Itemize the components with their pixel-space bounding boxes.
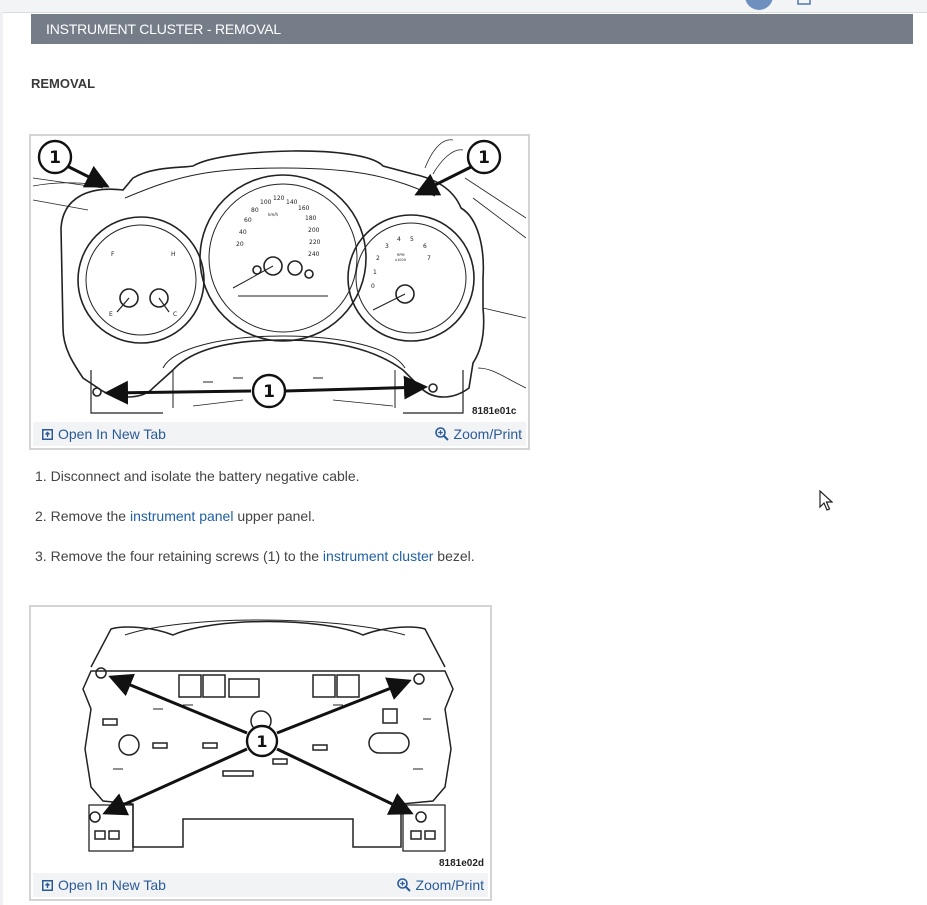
svg-text:120: 120 xyxy=(273,195,285,202)
svg-text:2: 2 xyxy=(376,255,380,262)
step-text: bezel. xyxy=(433,548,475,564)
step-number: 3. xyxy=(35,548,47,564)
open-in-new-tab-link[interactable]: Open In New Tab xyxy=(42,877,166,893)
open-in-new-tab-label: Open In New Tab xyxy=(58,877,166,893)
top-toolbar-strip xyxy=(0,0,927,13)
figure-cluster-rear: 1 8181e02d Open In New Tab Zoom/Print xyxy=(29,605,492,901)
cluster-rear-diagram: 1 xyxy=(82,619,454,852)
figure-toolbar: Open In New Tab Zoom/Print xyxy=(33,422,526,446)
figure-code: 8181e02d xyxy=(439,858,485,869)
svg-text:0: 0 xyxy=(371,283,375,290)
svg-text:H: H xyxy=(171,251,176,258)
svg-text:1: 1 xyxy=(263,382,275,402)
svg-text:1: 1 xyxy=(373,269,377,276)
svg-text:240: 240 xyxy=(308,251,320,258)
svg-text:1: 1 xyxy=(478,148,490,168)
callout-1-center: 1 xyxy=(245,724,279,758)
svg-text:RPM: RPM xyxy=(397,253,405,257)
open-in-new-tab-icon xyxy=(42,428,53,440)
zoom-print-label: Zoom/Print xyxy=(453,426,522,442)
callout-1-bottom: 1 xyxy=(251,373,287,409)
svg-text:5: 5 xyxy=(410,236,414,243)
svg-text:km/h: km/h xyxy=(268,212,279,217)
step-number: 1. xyxy=(35,468,47,484)
svg-text:6: 6 xyxy=(423,243,427,250)
svg-text:180: 180 xyxy=(305,215,317,222)
svg-text:7: 7 xyxy=(427,255,431,262)
zoom-print-link[interactable]: Zoom/Print xyxy=(396,877,484,893)
removal-subheading: REMOVAL xyxy=(31,76,96,91)
svg-text:1: 1 xyxy=(256,732,267,751)
figure-code: 8181e01c xyxy=(472,406,517,417)
magnifier-plus-icon xyxy=(396,878,411,892)
svg-text:140: 140 xyxy=(286,199,298,206)
open-in-new-tab-label: Open In New Tab xyxy=(58,426,166,442)
zoom-print-label: Zoom/Print xyxy=(415,877,484,893)
svg-text:1: 1 xyxy=(49,148,61,168)
svg-text:220: 220 xyxy=(309,239,321,246)
svg-text:C: C xyxy=(173,311,177,318)
open-in-new-tab-link[interactable]: Open In New Tab xyxy=(42,426,166,442)
svg-text:60: 60 xyxy=(244,217,252,224)
svg-text:x1000: x1000 xyxy=(395,258,406,262)
callout-1-top-left: 1 xyxy=(37,139,73,175)
step-text: upper panel. xyxy=(233,508,316,524)
svg-text:20: 20 xyxy=(236,241,244,248)
svg-text:100: 100 xyxy=(260,199,272,206)
step-text: Remove the xyxy=(50,508,130,524)
step-text: Disconnect and isolate the battery negat… xyxy=(50,468,360,484)
svg-text:3: 3 xyxy=(385,243,389,250)
svg-text:80: 80 xyxy=(251,207,259,214)
mouse-cursor-icon xyxy=(819,490,833,511)
step-text: Remove the four retaining screws (1) to … xyxy=(50,548,323,564)
instrument-panel-link[interactable]: instrument panel xyxy=(129,508,234,524)
step-1: 1. Disconnect and isolate the battery ne… xyxy=(35,468,360,484)
step-number: 2. xyxy=(35,508,47,524)
callout-1-top-right: 1 xyxy=(466,139,502,175)
svg-text:200: 200 xyxy=(308,227,320,234)
magnifier-plus-icon xyxy=(434,427,449,441)
left-margin-rule xyxy=(0,12,3,905)
svg-text:160: 160 xyxy=(298,205,310,212)
open-in-new-tab-icon xyxy=(42,879,53,891)
step-2: 2. Remove the instrument panel upper pan… xyxy=(35,508,315,524)
zoom-print-link[interactable]: Zoom/Print xyxy=(434,426,522,442)
section-header: INSTRUMENT CLUSTER - REMOVAL xyxy=(31,14,913,44)
svg-text:4: 4 xyxy=(397,236,401,243)
step-3: 3. Remove the four retaining screws (1) … xyxy=(35,548,475,564)
svg-text:F: F xyxy=(111,251,115,258)
section-title: INSTRUMENT CLUSTER - REMOVAL xyxy=(46,21,282,37)
document-icon[interactable] xyxy=(795,0,815,10)
svg-text:E: E xyxy=(109,311,113,318)
instrument-cluster-link[interactable]: instrument cluster xyxy=(322,548,434,564)
svg-text:40: 40 xyxy=(239,229,247,236)
user-avatar[interactable] xyxy=(745,0,773,10)
figure-toolbar: Open In New Tab Zoom/Print xyxy=(33,873,488,897)
